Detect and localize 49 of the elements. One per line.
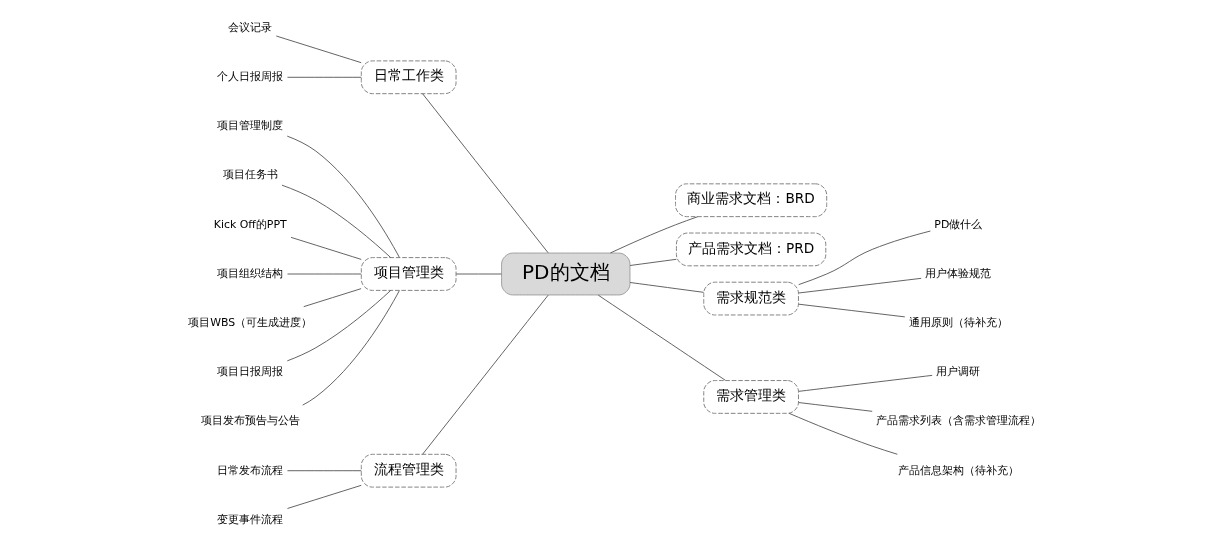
node-text: 用户体验规范: [924, 266, 991, 280]
node-text: 项目管理制度: [216, 119, 283, 133]
node-text: 日常发布流程: [216, 463, 283, 477]
connector: [597, 294, 726, 381]
node-box: 项目管理类: [360, 257, 456, 291]
node-text: 项目WBS（可生成进度）: [187, 316, 312, 329]
connector: [455, 273, 502, 275]
connector: [629, 282, 704, 293]
node-box: 商业需求文档：BRD: [674, 183, 827, 218]
node-text: 项目日报周报: [216, 365, 283, 379]
connector: [421, 294, 549, 455]
node-text: 产品需求列表（含需求管理流程）: [875, 414, 1041, 428]
node-text: PD做什么: [933, 217, 982, 231]
node-text: 项目发布预告与公告: [200, 414, 300, 428]
connector: [286, 484, 362, 509]
node-text: 变更事件流程: [216, 512, 283, 526]
node-text: 用户调研: [935, 365, 980, 379]
node-text: 产品信息架构（待补充）: [897, 463, 1019, 477]
connector: [788, 412, 898, 455]
connector: [609, 216, 698, 254]
connector: [275, 35, 362, 64]
node-box: PD的文档: [500, 252, 630, 296]
connector: [286, 290, 391, 362]
connector: [286, 76, 362, 78]
connector: [286, 470, 362, 472]
connector: [797, 402, 873, 412]
connector: [797, 303, 905, 318]
node-text: 通用原则（待补充）: [908, 316, 1008, 329]
node-text: 会议记录: [227, 20, 272, 34]
connector: [797, 277, 922, 294]
connector: [797, 230, 931, 286]
connector: [286, 135, 400, 258]
connector: [290, 236, 362, 260]
node-box: 日常工作类: [360, 60, 456, 95]
connector: [629, 258, 677, 266]
node-box: 需求管理类: [702, 380, 799, 414]
connector: [302, 288, 362, 308]
node-text: Kick Off的PPT: [213, 217, 287, 231]
connector: [421, 93, 549, 254]
node-box: 需求规范类: [702, 281, 799, 316]
node-text: 个人日报周报: [216, 70, 283, 84]
connector: [797, 374, 933, 392]
connector: [286, 273, 362, 275]
connector: [281, 184, 391, 258]
node-text: 项目组织结构: [216, 266, 283, 280]
node-box: 流程管理类: [360, 453, 456, 488]
node-text: 项目任务书: [222, 168, 278, 182]
node-box: 产品需求文档：PRD: [675, 232, 826, 267]
connector: [301, 290, 400, 406]
